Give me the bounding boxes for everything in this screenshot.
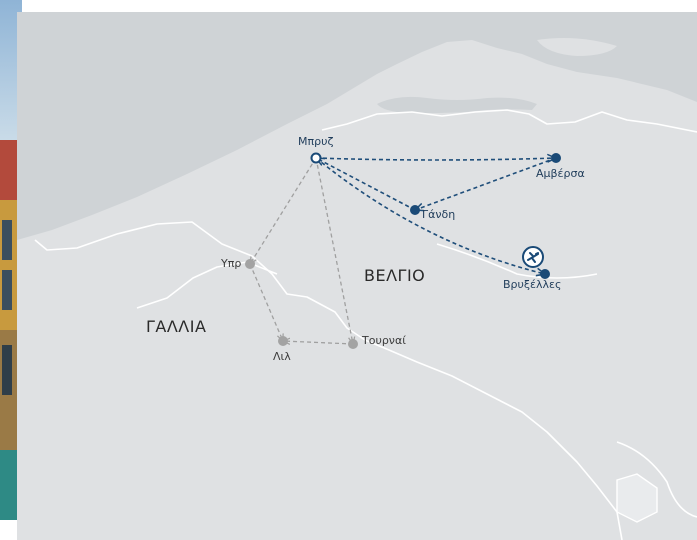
country-borders (34, 109, 697, 540)
route-bruges-tournai (315, 157, 353, 344)
city-label-antwerp: Αμβέρσα (536, 167, 585, 180)
city-marker-tournai (348, 339, 358, 349)
routes-layer (250, 158, 556, 344)
route-tournai-lille (283, 341, 354, 344)
city-label-brussels: Βρυξέλλες (503, 278, 562, 291)
city-label-bruges: Μπρυζ (298, 135, 334, 148)
city-label-tournai: Τουρναί (362, 334, 406, 347)
city-marker-ghent (410, 205, 420, 215)
route-ghent-bruges (316, 158, 416, 211)
city-marker-antwerp (551, 153, 561, 163)
country-label-france: ΓΑΛΛΙΑ (146, 317, 207, 336)
city-marker-lille (278, 336, 288, 346)
north-sea (17, 12, 697, 240)
city-marker-bruges (310, 152, 322, 164)
city-label-ghent: Γάνδη (422, 208, 456, 221)
route-bruges-brussels (315, 157, 545, 274)
city-marker-ypres (245, 259, 255, 269)
city-label-ypres: Υπρ (221, 257, 242, 270)
city-label-lille: Λιλ (273, 350, 291, 363)
country-label-belgium: ΒΕΛΓΙΟ (364, 266, 426, 285)
city-marker-brussels (540, 269, 550, 279)
map-canvas: Μπρυζ Αμβέρσα Γάνδη Βρυξέλλες Υπρ Τουρνα… (17, 12, 697, 540)
luxembourg-area (616, 473, 658, 523)
background-photo (0, 0, 22, 520)
markers-layer (245, 152, 561, 349)
airplane-icon (522, 246, 544, 268)
route-bruges-antwerp (315, 158, 556, 160)
